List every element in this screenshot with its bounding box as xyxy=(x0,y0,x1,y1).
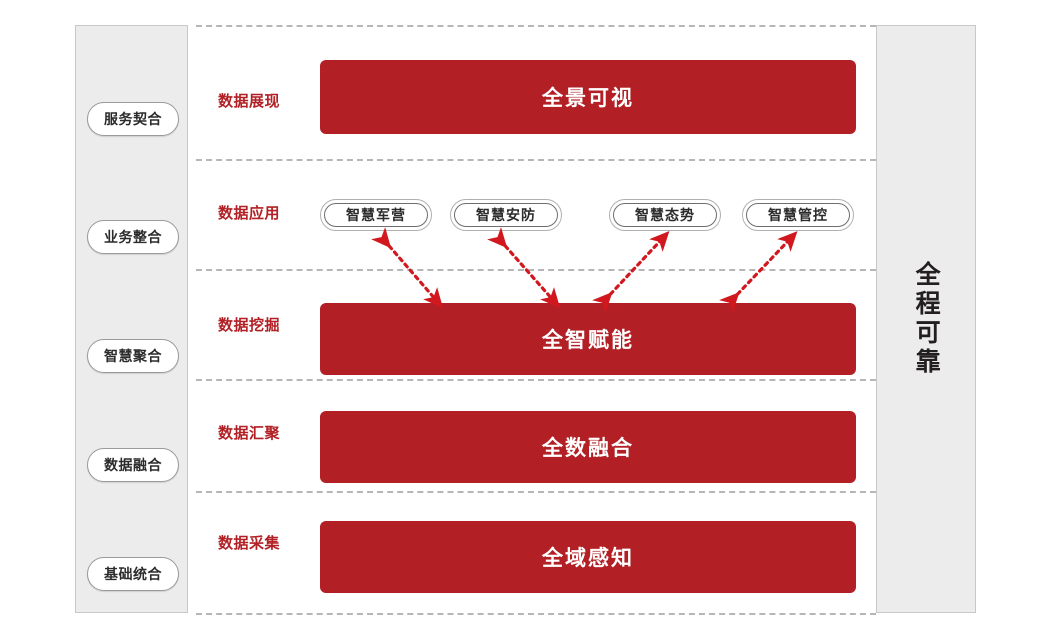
layer-bar-panorama[interactable]: 全景可视 xyxy=(320,60,856,134)
capability-pill-1-label: 服务契合 xyxy=(104,111,162,127)
app-pill-smart-barracks[interactable]: 智慧军营 xyxy=(320,199,432,231)
layer-bar-panorama-label: 全景可视 xyxy=(542,87,634,110)
app-pill-inner-ring-3 xyxy=(613,203,717,227)
stage-label-5: 数据采集 xyxy=(218,535,281,552)
layer-bar-datafusion-label: 全数融合 xyxy=(542,437,634,460)
reliability-panel-right: 全程可靠 xyxy=(876,25,976,613)
capability-pill-1[interactable]: 服务契合 xyxy=(87,102,179,136)
app-pill-smart-barracks-label: 智慧军营 xyxy=(346,207,406,223)
vertical-tagline: 全程可靠 xyxy=(877,26,975,612)
app-pill-smart-situation[interactable]: 智慧态势 xyxy=(609,199,721,231)
layer-bar-sensing-label: 全域感知 xyxy=(542,547,634,570)
layer-bar-datafusion[interactable]: 全数融合 xyxy=(320,411,856,483)
capability-panel-left: 服务契合 业务整合 智慧聚合 数据融合 基础统合 xyxy=(75,25,188,613)
layer-bar-intelligence[interactable]: 全智赋能 xyxy=(320,303,856,375)
app-pill-smart-security[interactable]: 智慧安防 xyxy=(450,199,562,231)
app-pill-inner-ring-1 xyxy=(324,203,428,227)
capability-pill-5[interactable]: 基础统合 xyxy=(87,557,179,591)
app-pill-inner-ring-2 xyxy=(454,203,558,227)
capability-pill-2-label: 业务整合 xyxy=(104,229,162,245)
layer-bar-sensing[interactable]: 全域感知 xyxy=(320,521,856,593)
app-pill-smart-control[interactable]: 智慧管控 xyxy=(742,199,854,231)
capability-pill-2[interactable]: 业务整合 xyxy=(87,220,179,254)
layer-stack: 数据展现 数据应用 数据挖掘 数据汇聚 数据采集 全景可视 全智赋能 全数融合 … xyxy=(196,25,876,615)
capability-pill-3[interactable]: 智慧聚合 xyxy=(87,339,179,373)
divider-bottom xyxy=(196,613,876,615)
divider-3 xyxy=(196,379,876,381)
capability-pill-5-label: 基础统合 xyxy=(104,566,162,582)
stage-label-1: 数据展现 xyxy=(218,93,281,110)
divider-1 xyxy=(196,159,876,161)
divider-4 xyxy=(196,491,876,493)
capability-pill-4[interactable]: 数据融合 xyxy=(87,448,179,482)
layer-bar-intelligence-label: 全智赋能 xyxy=(542,329,634,352)
stage-label-4: 数据汇聚 xyxy=(218,425,281,442)
app-pill-inner-ring-4 xyxy=(746,203,850,227)
capability-pill-4-label: 数据融合 xyxy=(104,457,162,473)
divider-2 xyxy=(196,269,876,271)
app-pill-smart-situation-label: 智慧态势 xyxy=(635,207,695,223)
stage-label-2: 数据应用 xyxy=(218,205,281,222)
vertical-tagline-text: 全程可靠 xyxy=(912,261,941,377)
divider-top xyxy=(196,25,876,27)
capability-pill-3-label: 智慧聚合 xyxy=(104,348,162,364)
stage-label-3: 数据挖掘 xyxy=(218,317,281,334)
app-pill-smart-control-label: 智慧管控 xyxy=(768,207,828,223)
app-pill-smart-security-label: 智慧安防 xyxy=(476,207,536,223)
